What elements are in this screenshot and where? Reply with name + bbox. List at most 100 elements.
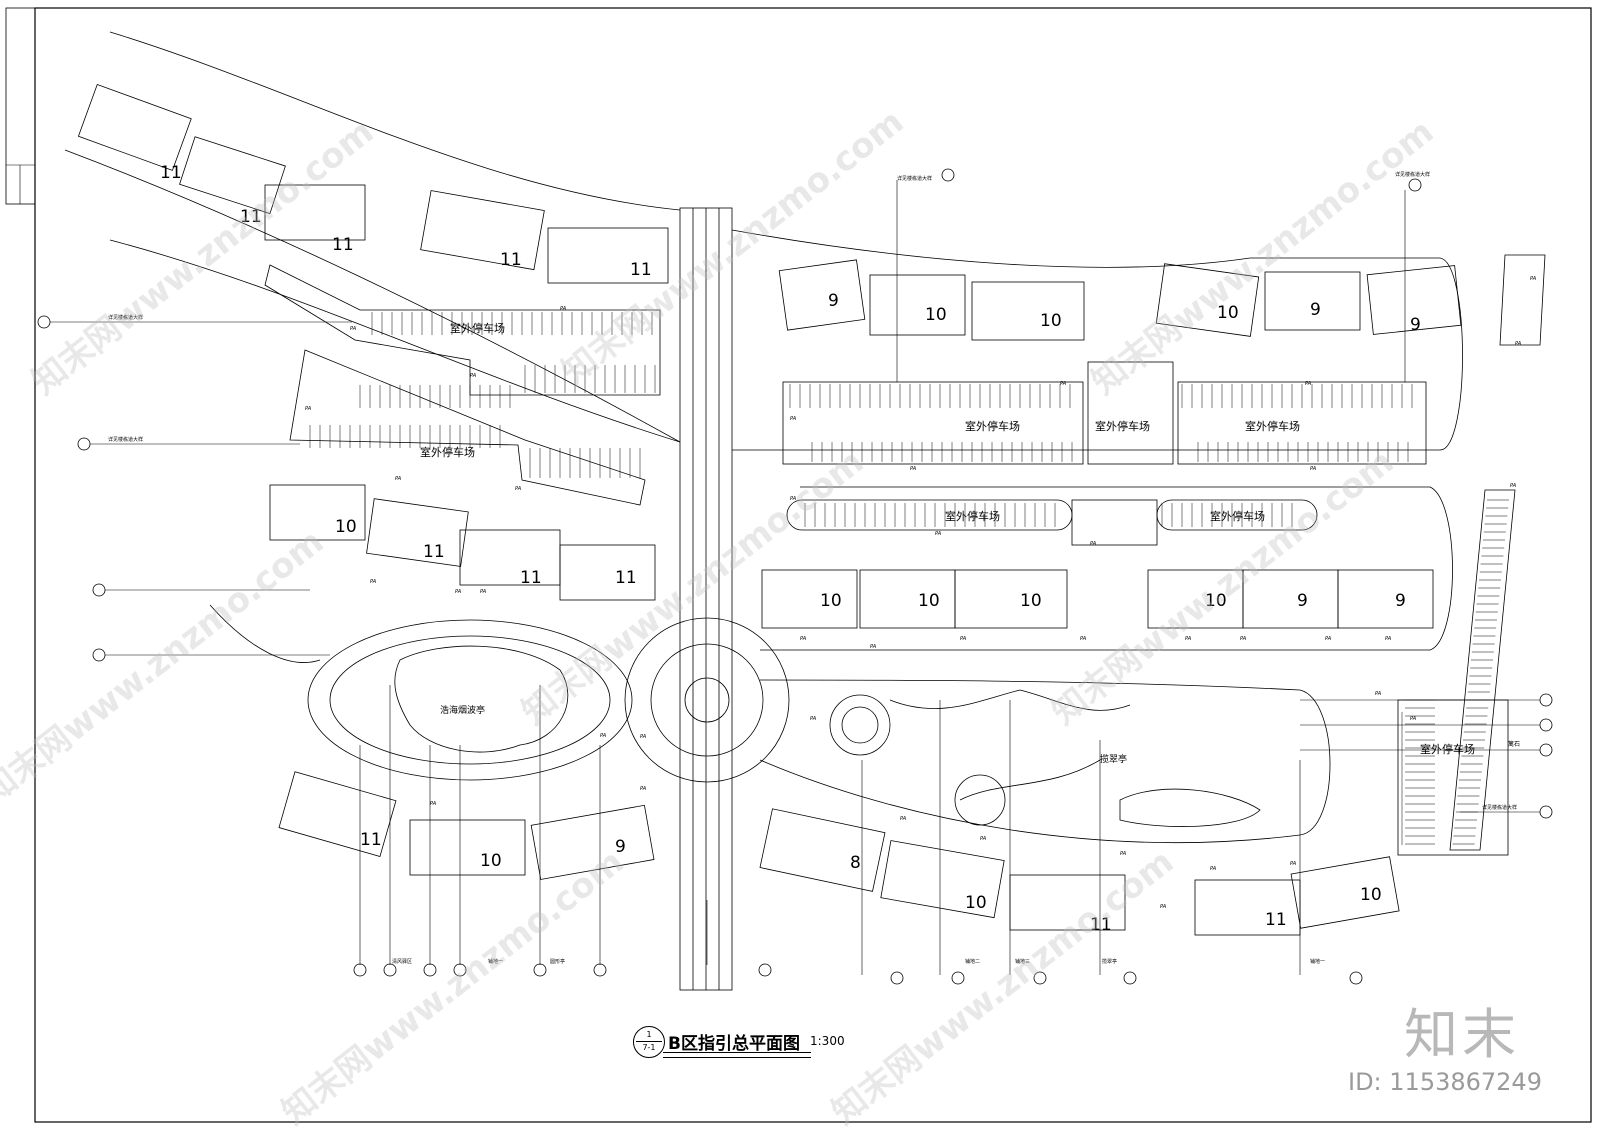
parking-lot-label: 室外停车场: [965, 419, 1020, 433]
building-number: 9: [828, 291, 839, 311]
east-garden-round-court: [954, 774, 1006, 826]
road-edge-north-outer: [109, 31, 681, 211]
parking-lot-label: 室外停车场: [945, 509, 1000, 523]
pa-mark: PA: [810, 716, 817, 722]
building-number: 9: [1310, 300, 1321, 320]
callout-note: 详见楼栋道大样: [108, 314, 143, 321]
pa-mark: PA: [800, 636, 807, 642]
building-number: 9: [1410, 315, 1421, 335]
parking-lot-label: 室外停车场: [1210, 509, 1265, 523]
drawing-sheet-number: 7-1: [642, 1043, 656, 1052]
callout-note: 详见楼栋道大样: [1482, 804, 1517, 811]
parking-lot-east-5: [1071, 499, 1158, 546]
east-garden-pavilion: [829, 694, 891, 756]
title-strip: [5, 7, 36, 205]
building-number: 8: [850, 853, 861, 873]
road-edge-east-north: [731, 229, 1463, 451]
pa-mark: PA: [1325, 636, 1332, 642]
west-path-curve: [209, 604, 321, 663]
parking-lot-label: 室外停车场: [450, 321, 505, 335]
pa-mark: PA: [935, 531, 942, 537]
pa-mark: PA: [910, 466, 917, 472]
callout-circles: [37, 168, 1553, 985]
building-number: 10: [918, 591, 940, 611]
building-number: 10: [925, 305, 947, 325]
building-number: 11: [520, 568, 542, 588]
building-number: 11: [423, 542, 445, 562]
building-number: 11: [360, 830, 382, 850]
central-plaza-mid: [650, 643, 764, 757]
pa-mark: PA: [470, 373, 477, 379]
pa-mark: PA: [1510, 483, 1517, 489]
building-number: 11: [240, 207, 262, 227]
parking-lot-label: 室外停车场: [1245, 419, 1300, 433]
parking-lot-west-lower: [289, 349, 646, 506]
parking-labels: 室外停车场室外停车场室外停车场室外停车场室外停车场室外停车场室外停车场室外停车场: [420, 321, 1475, 756]
building-number: 10: [1217, 303, 1239, 323]
east-garden-path: [889, 689, 1131, 711]
pa-mark: PA: [790, 416, 797, 422]
parking-lot-label: 室外停车场: [420, 445, 475, 459]
pa-mark: PA: [305, 406, 312, 412]
plaza-name-east: 揽翠亭: [1100, 753, 1127, 765]
parking-lot-east-2: [1087, 361, 1174, 465]
parking-lot-east-6: [1156, 499, 1318, 531]
pa-mark: PA: [480, 589, 487, 595]
pa-mark: PA: [350, 326, 357, 332]
callout-note: 详见楼栋道大样: [108, 436, 143, 443]
pa-mark: PA: [960, 636, 967, 642]
pa-mark: PA: [1160, 904, 1167, 910]
callout-note: 铺地一: [488, 958, 503, 965]
building-number: 9: [615, 837, 626, 857]
parking-lot-east-3: [1177, 381, 1427, 465]
pa-mark: PA: [600, 733, 607, 739]
road-east-lower: [759, 679, 1331, 843]
building-number: 11: [615, 568, 637, 588]
callout-note: 清风驿区: [392, 958, 412, 965]
pa-mark: PA: [1120, 851, 1127, 857]
pa-mark: PA: [640, 734, 647, 740]
west-plaza-inner: [329, 635, 611, 765]
parking-lot-label: 室外停车场: [1095, 419, 1150, 433]
building-number: 9: [1297, 591, 1308, 611]
brand-watermark: 知末: [1404, 1003, 1520, 1066]
parking-strip-east-long: [1449, 489, 1516, 851]
callout-note: 铺地二: [965, 958, 980, 965]
callout-note: 铺地一: [1310, 958, 1325, 965]
pa-mark: PA: [1060, 381, 1067, 387]
callout-note: 铺地三: [1015, 958, 1030, 965]
building-number: 10: [480, 851, 502, 871]
building-number: 11: [1265, 910, 1287, 930]
callout-note: 圆形亭: [550, 958, 565, 965]
pa-mark: PA: [900, 816, 907, 822]
building-number: 11: [160, 163, 182, 183]
building-number: 10: [820, 591, 842, 611]
drawing-scale: 1:300: [810, 1034, 845, 1048]
parking-lot-east-1: [782, 381, 1084, 465]
east-garden-path: [959, 759, 1101, 801]
east-garden-pond: [1119, 788, 1261, 827]
pa-mark: PA: [1305, 381, 1312, 387]
title-underline: [663, 1052, 811, 1058]
central-plaza-outer: [624, 617, 790, 783]
building-number: 11: [500, 250, 522, 270]
callout-note: 揽翠亭: [1102, 958, 1117, 965]
building-number: 10: [965, 893, 987, 913]
pa-mark: PA: [1290, 861, 1297, 867]
pa-mark: PA: [1210, 866, 1217, 872]
pa-mark: PA: [1515, 341, 1522, 347]
callout-note: 详见楼栋道大样: [897, 175, 932, 182]
building-number: 9: [1395, 591, 1406, 611]
pa-marks: PA PA PA PA PA PA PA PA PA PA PA PA PA PA PA PA PA PA PA PA…: [305, 276, 1537, 910]
road-edge-north-inner: [64, 149, 681, 443]
pa-mark: PA: [1080, 636, 1087, 642]
central-plaza-inner: [684, 677, 730, 723]
pa-mark: PA: [1240, 636, 1247, 642]
road-east-middle: [760, 486, 1453, 651]
building-number: 11: [332, 235, 354, 255]
pa-mark: PA: [1410, 716, 1417, 722]
building-number: 10: [1360, 885, 1382, 905]
buildings-outline: [77, 84, 1462, 936]
callout-note: 篱石: [1508, 740, 1520, 748]
